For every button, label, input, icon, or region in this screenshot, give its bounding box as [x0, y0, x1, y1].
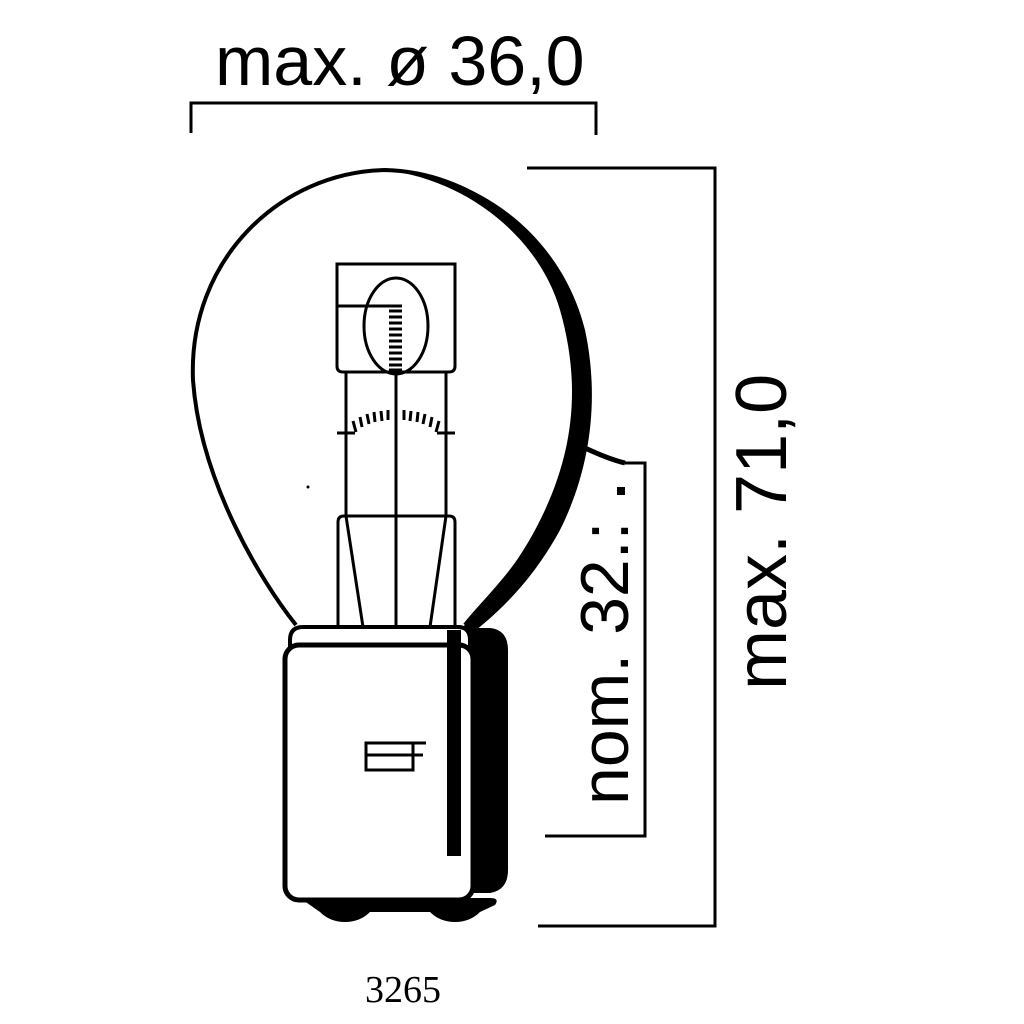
stem-inner-left	[344, 515, 365, 628]
stem-inner-right	[428, 515, 448, 628]
filament-coil	[389, 309, 402, 372]
bulb-glass-outline	[190, 167, 581, 627]
leader-dot	[617, 487, 625, 495]
light-center-dimension-bracket	[545, 461, 647, 838]
filament-assembly	[335, 262, 457, 628]
base-pins-shadow	[300, 898, 497, 922]
base-contact-bar	[447, 630, 461, 856]
part-number: 3265	[365, 969, 441, 1011]
base-symbol	[364, 741, 426, 772]
speck	[306, 485, 310, 489]
base-shadow	[455, 628, 508, 893]
bulb-base	[282, 625, 508, 922]
bulb-glass	[190, 167, 592, 635]
diameter-dimension-bracket	[189, 101, 598, 135]
overall-length-dimension-label: max. 71,0	[722, 374, 802, 690]
light-center-dimension-label: nom. 32.:	[567, 522, 643, 806]
base-body	[282, 642, 476, 903]
bulb-shadow	[385, 170, 592, 635]
glass-stem-press	[336, 514, 457, 627]
filament-shield	[335, 262, 457, 374]
lower-filament-coil	[337, 410, 455, 435]
overall-length-dimension-bracket	[527, 166, 717, 928]
leader-line	[583, 445, 626, 466]
diameter-dimension-label: max. ø 36,0	[215, 22, 585, 100]
